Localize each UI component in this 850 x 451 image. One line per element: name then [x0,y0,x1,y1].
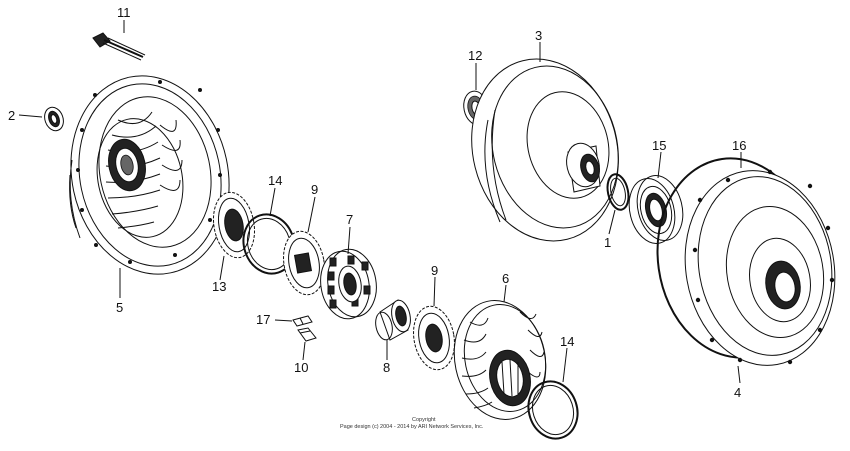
seal-2[interactable] [41,105,66,134]
bushing-8[interactable] [373,298,413,341]
label-9-right: 9 [431,263,438,278]
label-4: 4 [734,385,741,400]
bearing-15[interactable] [623,171,690,249]
pin-10[interactable] [297,327,317,342]
leader-lines [18,20,742,384]
converter-housing-5[interactable] [53,61,247,289]
pump-impeller-4[interactable] [670,159,850,378]
label-3: 3 [535,28,542,43]
label-9-left: 9 [311,182,318,197]
thrust-washer-9-right[interactable] [409,303,460,373]
label-5: 5 [116,300,123,315]
thrust-washer-9-left[interactable] [279,228,330,298]
label-12: 12 [468,48,482,63]
label-13: 13 [212,279,226,294]
label-7: 7 [346,212,353,227]
clip-17[interactable] [292,315,313,327]
bolt-11[interactable] [92,32,146,61]
stator-6[interactable] [444,292,557,428]
copyright-line-2: Page design (c) 2004 - 2014 by ARI Netwo… [340,424,484,430]
part-labels: 11 2 5 13 14 9 7 17 10 8 9 6 14 12 3 1 1… [8,5,746,400]
label-8: 8 [383,360,390,375]
label-14-right: 14 [560,334,574,349]
one-way-clutch-7[interactable] [315,245,381,322]
turbine-3[interactable] [453,43,637,256]
label-10: 10 [294,360,308,375]
snap-ring-14-right[interactable] [521,375,585,445]
label-11: 11 [117,5,131,20]
label-2: 2 [8,108,15,123]
label-14-left: 14 [268,173,282,188]
copyright-line-1: Copyright [412,417,436,423]
o-ring-1[interactable] [604,172,631,211]
label-16: 16 [732,138,746,153]
label-15: 15 [652,138,666,153]
copyright-notice: Copyright Page design (c) 2004 - 2014 by… [340,417,484,430]
label-17: 17 [256,312,270,327]
label-6: 6 [502,271,509,286]
label-1: 1 [604,235,611,250]
